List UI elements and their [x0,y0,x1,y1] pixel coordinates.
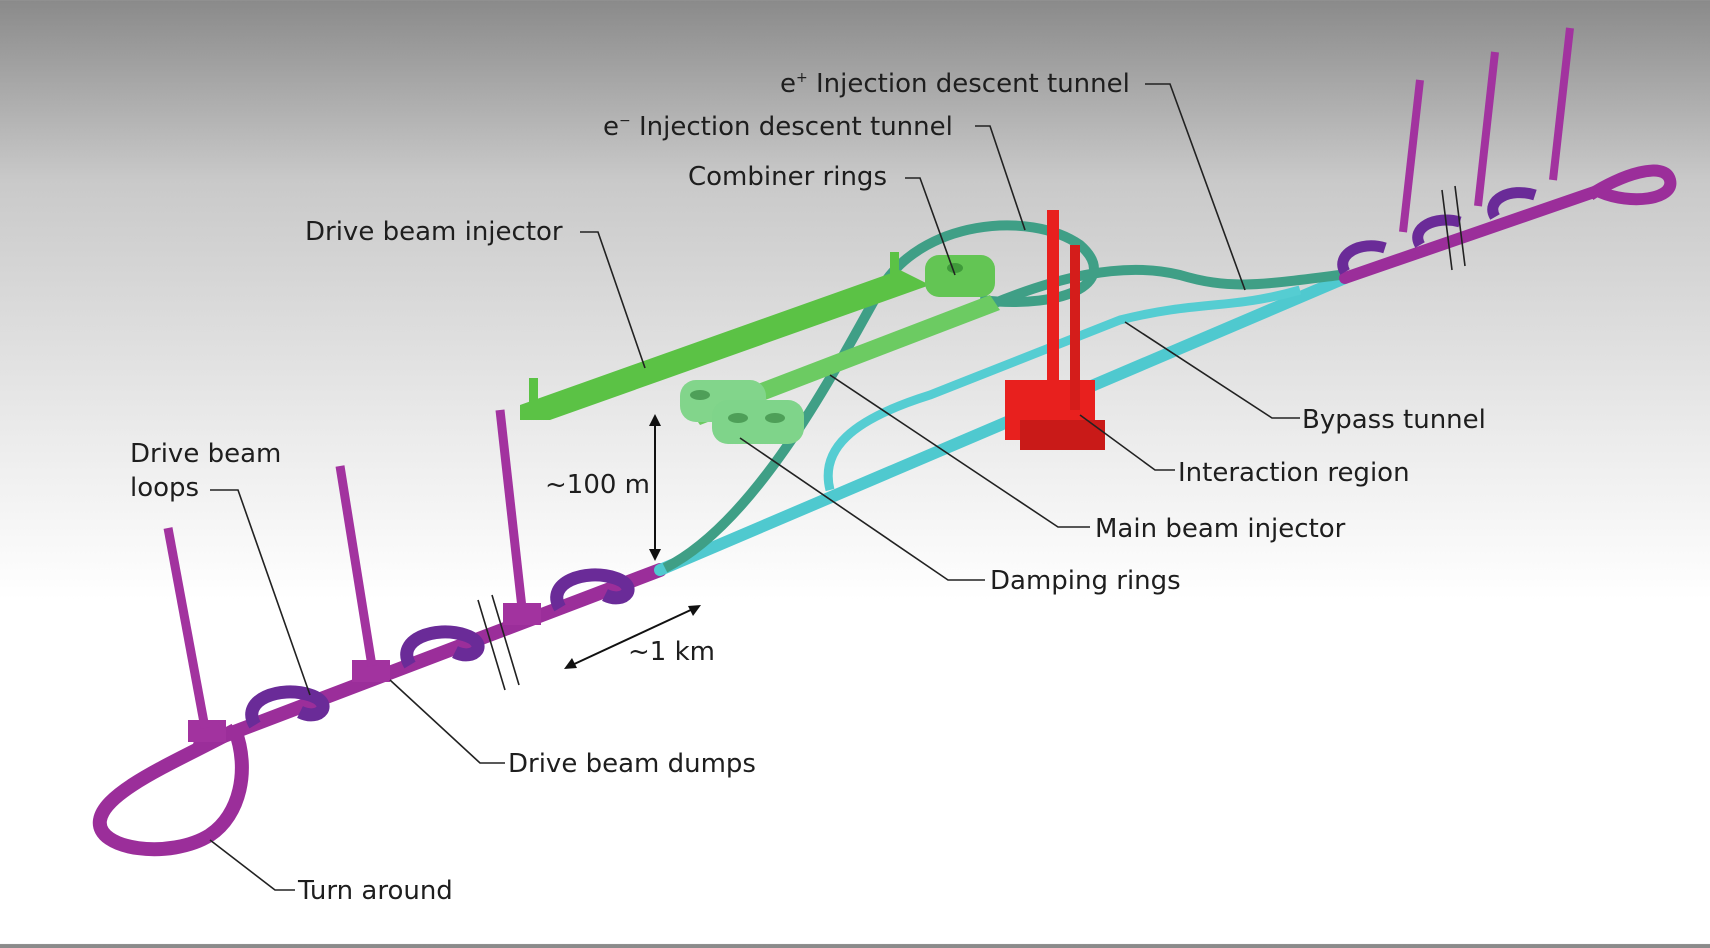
shaft-2 [335,465,377,667]
label-combiner-rings: Combiner rings [688,162,887,192]
label-damping-rings: Damping rings [990,566,1181,596]
injector-post-right [890,252,899,282]
combiner-ring-a [925,255,995,297]
interaction-shaft-2 [1070,245,1080,410]
interaction-region-base [1020,420,1105,450]
label-turn-around: Turn around [297,876,453,906]
damping-ring-hole-a [690,390,710,400]
drive-beam-loop-2 [400,625,485,669]
left-drive-beam-tunnel [193,563,667,752]
right-shaft-1 [1399,79,1424,233]
label-drive-beam-loops-line2: loops [130,473,199,503]
height-dimension-label: ~100 m [545,470,650,500]
length-arrow-head-right [688,605,701,616]
leader-interaction [1079,414,1175,471]
right-drive-beam-loop-1 [1337,240,1387,275]
leader-loops [210,489,311,696]
main-linac-tunnel [654,272,1351,576]
height-arrow-head-top [649,414,661,426]
combiner-ring-hole-a [947,263,963,273]
damping-ring-hole-c [765,413,785,423]
length-arrow [569,607,696,667]
right-drive-beam-tunnel [1339,184,1606,284]
bypass-tunnel-path [823,285,1302,492]
right-turn-around-loop [1586,164,1677,206]
injector-complex [520,252,1000,444]
shaft-3 [495,409,527,609]
left-drive-beam-complex [92,409,667,857]
label-drive-beam-loops-line1: Drive beam [130,439,281,469]
turn-around-loop [92,723,249,857]
e-plus-descent-tunnel [988,264,1341,310]
length-dimension-label: ~1 km [628,637,715,667]
e-minus-descent-tunnel [662,220,1099,573]
main-beam-injector-shape [690,295,1000,425]
label-main-beam-injector: Main beam injector [1095,514,1346,544]
height-arrow-head-bottom [649,549,661,561]
label-interaction-region: Interaction region [1178,458,1410,488]
leader-drive-injector [580,231,646,369]
right-shaft-2 [1474,51,1499,207]
right-shaft-3 [1549,27,1574,181]
drive-beam-dump-1 [188,720,226,742]
label-bypass-tunnel: Bypass tunnel [1302,405,1486,435]
break-mark-left [477,594,520,691]
damping-ring-b [712,400,804,444]
right-drive-beam-loop-2 [1412,214,1462,248]
leader-main-injector [829,374,1090,528]
interaction-shaft-1 [1047,210,1059,405]
drive-beam-dump-3 [503,603,541,625]
break-mark-right [1441,185,1466,271]
leader-bypass [1124,321,1300,419]
label-e-minus-injection: e− Injection descent tunnel [603,112,953,142]
drive-beam-injector-shape [520,270,930,420]
leader-dumps [389,679,505,764]
leader-damping [739,437,985,581]
right-drive-beam-loop-3 [1487,187,1537,220]
leader-turn-around [209,839,295,891]
drive-beam-loop-3 [550,568,635,612]
main-linac [654,220,1351,576]
interaction-region-complex [1005,210,1105,450]
drive-beam-dump-2 [352,660,390,682]
leader-e-minus [975,125,1026,231]
leader-combiner [905,177,956,276]
right-drive-beam-complex [1337,27,1677,284]
damping-ring-hole-b [728,413,748,423]
label-drive-beam-dumps: Drive beam dumps [508,749,756,779]
leader-e-plus [1145,83,1246,291]
length-arrow-head-left [564,658,577,669]
injector-post-left [529,378,538,408]
dimension-markers: ~100 m ~1 km [545,414,715,669]
labels: e+ Injection descent tunnel e− Injection… [130,69,1486,906]
leader-lines [209,83,1300,891]
shaft-1 [163,527,210,729]
label-drive-beam-injector: Drive beam injector [305,217,563,247]
label-e-plus-injection: e+ Injection descent tunnel [780,69,1130,99]
